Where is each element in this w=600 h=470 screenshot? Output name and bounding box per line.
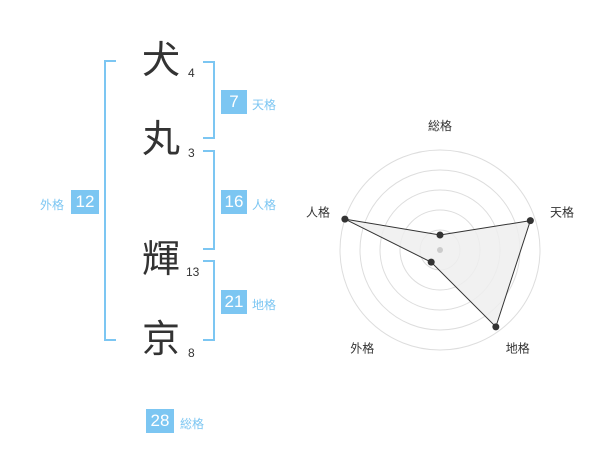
- gaikaku-label: 外格: [40, 198, 65, 212]
- radar-center-dot: [437, 247, 443, 253]
- jinkaku-value-badge: 16: [221, 190, 247, 214]
- stroke-count-2: 3: [188, 146, 195, 160]
- tenkaku-bracket: [203, 61, 215, 139]
- radar-point-2: [526, 217, 534, 225]
- jinkaku-label: 人格: [252, 198, 277, 212]
- stroke-count-4: 8: [188, 346, 195, 360]
- radar-axis-label-2: 天格: [550, 204, 574, 219]
- radar-area: [344, 218, 532, 328]
- radar-axis-label-1: 総格: [428, 118, 452, 133]
- name-char-1: 犬: [142, 38, 181, 82]
- name-char-3: 輝: [142, 237, 181, 281]
- tenkaku-value-badge: 7: [221, 90, 247, 114]
- radar-point-3: [492, 323, 500, 331]
- gaikaku-value-badge: 12: [71, 190, 99, 214]
- stroke-count-1: 4: [188, 66, 195, 80]
- radar-axis-label-5: 人格: [306, 204, 330, 219]
- chikaku-bracket: [203, 260, 215, 341]
- chikaku-label: 地格: [252, 298, 277, 312]
- radar-point-5: [341, 215, 349, 223]
- tenkaku-label: 天格: [252, 98, 277, 112]
- radar-axis-label-4: 外格: [350, 341, 374, 356]
- radar-ring-5: [339, 149, 541, 351]
- name-char-4: 京: [142, 317, 181, 361]
- stroke-count-3: 13: [186, 265, 200, 279]
- radar-axis-label-3: 地格: [506, 341, 530, 356]
- radar-point-1: [436, 231, 444, 239]
- radar-point-4: [427, 258, 435, 266]
- name-char-2: 丸: [142, 117, 181, 161]
- soukaku-value-badge: 28: [146, 409, 174, 433]
- soukaku-label: 総格: [180, 417, 205, 431]
- jinkaku-bracket: [203, 150, 215, 250]
- gaikaku-bracket: [104, 60, 116, 341]
- chikaku-value-badge: 21: [221, 290, 247, 314]
